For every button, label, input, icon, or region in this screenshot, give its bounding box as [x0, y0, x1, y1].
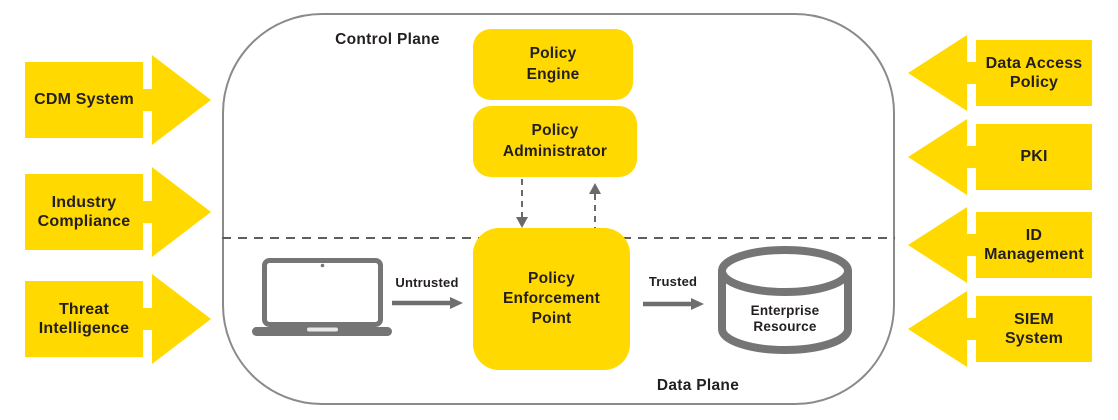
- input-arrow-label: SIEM System: [1004, 310, 1064, 347]
- node-policy-administrator: Policy Administrator: [473, 106, 637, 177]
- left-block-arrow-icon: [908, 35, 1092, 111]
- input-arrow-siem-system: SIEM System: [908, 291, 1092, 367]
- input-arrow-id-management: ID Management: [908, 207, 1092, 283]
- node-enterprise-resource: Enterprise Resource: [715, 243, 855, 355]
- untrusted-arrow-icon: [392, 297, 463, 309]
- node-policy-enforcement-point: Policy Enforcement Point: [473, 228, 630, 370]
- laptop-icon: [252, 258, 392, 336]
- arrow-down-icon: [516, 217, 528, 228]
- trusted-label: Trusted: [648, 274, 698, 289]
- database-cylinder-icon: [718, 246, 852, 354]
- trusted-arrow-icon: [643, 298, 704, 310]
- input-arrow-data-access-policy: Data Access Policy: [908, 35, 1092, 111]
- data-plane-label: Data Plane: [656, 377, 740, 394]
- arrow-up-icon: [589, 183, 601, 194]
- right-block-arrow-icon: [25, 55, 211, 145]
- node-policy-engine: Policy Engine: [473, 29, 633, 100]
- left-block-arrow-icon: [908, 207, 1092, 283]
- input-arrow-label: Threat Intelligence: [38, 300, 130, 337]
- input-arrow-label: Data Access Policy: [985, 54, 1083, 91]
- control-data-dashed-connectors: [516, 179, 601, 229]
- left-block-arrow-icon: [908, 291, 1092, 367]
- input-arrow-pki: PKI: [908, 119, 1092, 195]
- input-arrow-label: ID Management: [984, 226, 1084, 263]
- input-arrow-industry-compliance: Industry Compliance: [25, 167, 211, 257]
- architecture-boundary: [222, 13, 895, 405]
- input-arrow-threat-intelligence: Threat Intelligence: [25, 274, 211, 364]
- left-block-arrow-icon: [908, 119, 1092, 195]
- right-block-arrow-icon: [25, 167, 211, 257]
- input-arrow-label: CDM System: [34, 91, 134, 109]
- enterprise-resource-label: Enterprise Resource: [750, 302, 820, 334]
- input-arrow-label: Industry Compliance: [37, 193, 131, 230]
- input-arrow-cdm-system: CDM System: [25, 55, 211, 145]
- untrusted-label: Untrusted: [395, 275, 459, 290]
- input-arrow-label: PKI: [1020, 148, 1048, 166]
- control-plane-label: Control Plane: [335, 31, 440, 48]
- right-block-arrow-icon: [25, 274, 211, 364]
